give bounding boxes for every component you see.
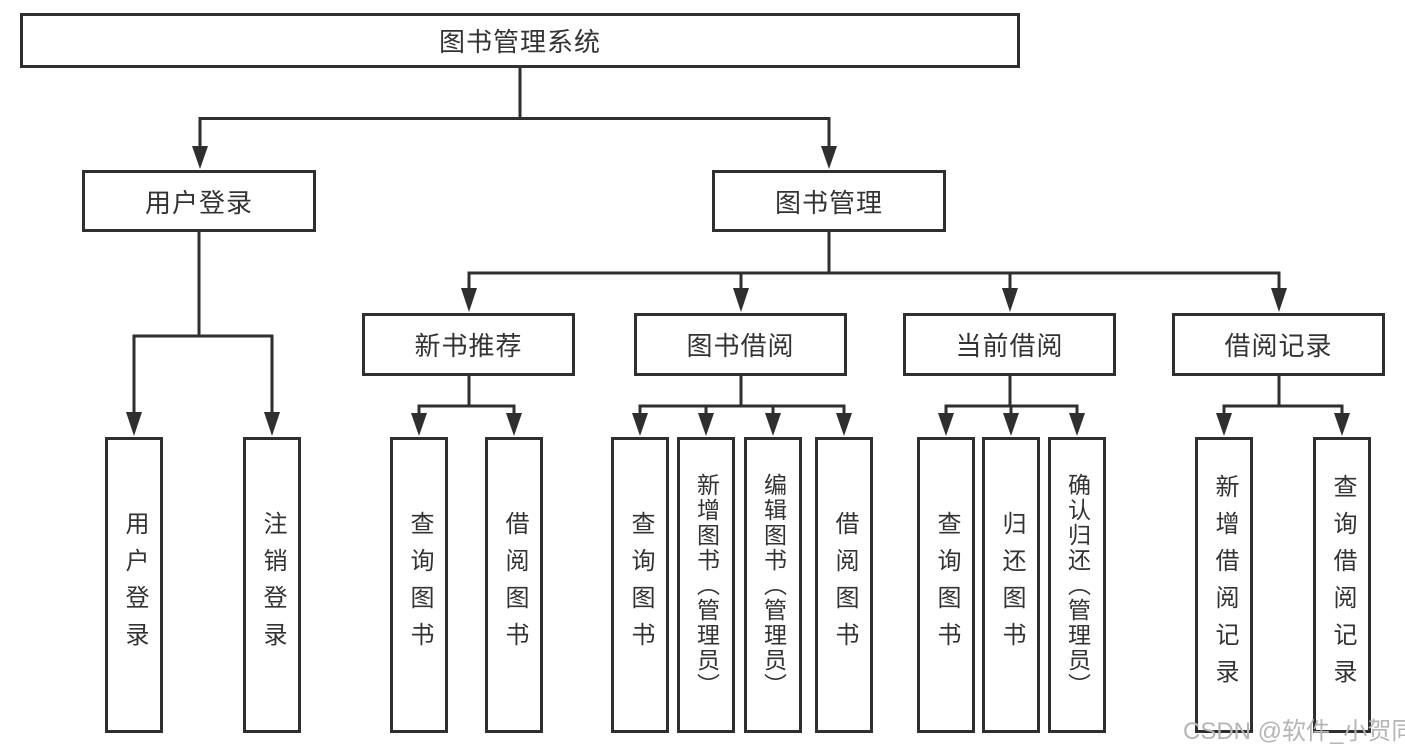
- leaf-logout: 注销登录: [243, 437, 301, 733]
- leaf-label: 查询借阅记录: [1329, 474, 1356, 696]
- leaf-label: 新增借阅记录: [1211, 474, 1238, 696]
- node-label: 图书借阅: [686, 331, 795, 361]
- leaf-label: 注销登录: [259, 511, 286, 659]
- leaf-label: 借阅图书: [831, 511, 858, 659]
- node-label: 新书推荐: [414, 331, 523, 361]
- leaf-query-books-borrow: 查询图书: [611, 437, 669, 733]
- leaf-label: 用户登录: [121, 511, 148, 659]
- node-label: 当前借阅: [955, 331, 1064, 361]
- leaf-confirm-return-admin: 确认归还（管理员）: [1048, 437, 1106, 733]
- leaf-label: 新增图书（管理员）: [693, 472, 720, 698]
- leaf-label: 查询图书: [406, 511, 433, 659]
- leaf-label: 查询图书: [933, 511, 960, 659]
- leaf-query-books-current: 查询图书: [917, 437, 975, 733]
- leaf-query-books-recommend: 查询图书: [390, 437, 448, 733]
- leaf-edit-books-admin: 编辑图书（管理员）: [744, 437, 802, 733]
- leaf-label: 查询图书: [627, 511, 654, 659]
- node-new-book-recommend: 新书推荐: [362, 313, 575, 376]
- leaf-borrow-books: 借阅图书: [815, 437, 873, 733]
- leaf-label: 借阅图书: [501, 511, 528, 659]
- node-borrow-records: 借阅记录: [1172, 313, 1385, 376]
- node-label: 图书管理: [774, 187, 883, 218]
- node-user-login: 用户登录: [82, 170, 316, 232]
- node-current-borrow: 当前借阅: [903, 313, 1116, 376]
- leaf-add-books-admin: 新增图书（管理员）: [677, 437, 735, 733]
- node-label: 图书管理系统: [438, 27, 601, 57]
- node-library-management-system: 图书管理系统: [20, 13, 1020, 68]
- node-book-borrow: 图书借阅: [634, 313, 847, 376]
- leaf-label: 编辑图书（管理员）: [760, 472, 787, 698]
- leaf-label: 归还图书: [998, 511, 1025, 659]
- leaf-label: 确认归还（管理员）: [1064, 472, 1091, 698]
- node-label: 用户登录: [144, 187, 253, 218]
- leaf-borrow-books-recommend: 借阅图书: [485, 437, 543, 733]
- leaf-add-borrow-record: 新增借阅记录: [1195, 437, 1253, 733]
- node-label: 借阅记录: [1224, 331, 1333, 361]
- leaf-return-books: 归还图书: [982, 437, 1040, 733]
- csdn-watermark: CSDN @软件_小贺同学: [1183, 718, 1405, 745]
- leaf-query-borrow-record: 查询借阅记录: [1313, 437, 1371, 733]
- node-book-management: 图书管理: [712, 170, 946, 232]
- leaf-user-login: 用户登录: [105, 437, 163, 733]
